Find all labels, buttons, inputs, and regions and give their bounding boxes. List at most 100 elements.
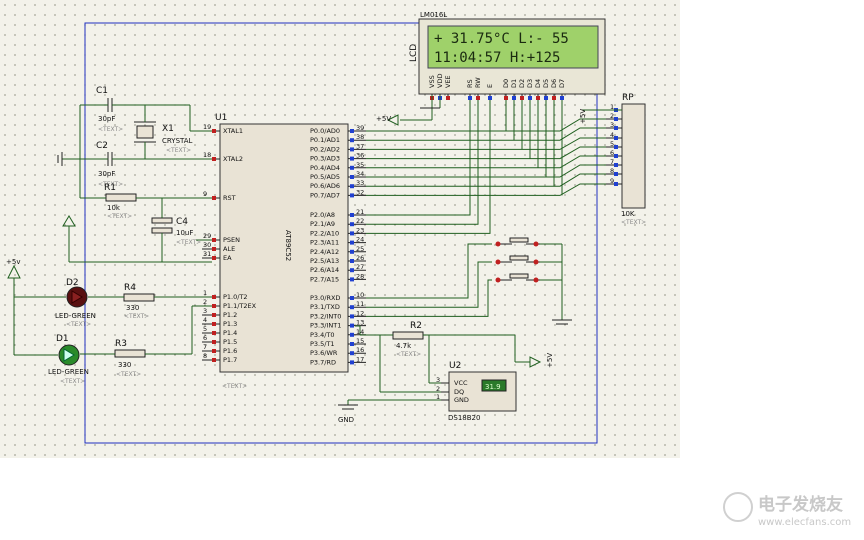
- u2-pin-number: 1: [436, 393, 440, 401]
- lcd-pin-label: D2: [518, 79, 526, 88]
- mcu-pin-number: 30: [203, 241, 211, 249]
- u2-pin-name: VCC: [454, 379, 468, 387]
- d1-value: LED-GREEN: [48, 368, 89, 376]
- mcu-pin-number: 11: [356, 300, 364, 308]
- mcu-pin-name: P3.5/T1: [310, 340, 335, 348]
- c2-value: 30pF: [98, 170, 115, 178]
- data-bus-wires: [366, 100, 622, 317]
- mcu-pin-name: P2.3/A11: [310, 239, 339, 247]
- pin-marker: [212, 313, 216, 317]
- c1-ref: C1: [96, 86, 108, 96]
- mcu-pin-name: P2.5/A13: [310, 257, 339, 265]
- mcu-pin-name: P0.6/AD6: [310, 182, 340, 190]
- pin-marker: [350, 305, 354, 310]
- lcd-pin-label: D7: [558, 79, 566, 88]
- r2-tag: <TEXT>: [396, 351, 421, 358]
- mcu-pin-name: P0.0/AD0: [310, 127, 340, 135]
- mcu-pin-name: P3.4/T0: [310, 331, 335, 339]
- pin-marker: [536, 96, 540, 100]
- mcu-pin-name: P0.1/AD1: [310, 136, 340, 144]
- mcu-pin-name: P1.2: [223, 311, 237, 319]
- lcd-part: LM016L: [420, 11, 447, 19]
- pin-marker: [468, 96, 472, 100]
- pin-marker: [520, 96, 524, 100]
- mcu-pin-number: 37: [356, 142, 364, 150]
- rp-pin-number: 6: [610, 149, 614, 157]
- crystal-x1: [136, 125, 154, 139]
- lcd-pin-label: VEE: [444, 75, 452, 88]
- mcu-pin-number: 2: [203, 298, 207, 306]
- mcu-pin-number: 18: [203, 151, 211, 159]
- rp-pin-number: 5: [610, 140, 614, 148]
- pin-marker: [350, 175, 354, 179]
- lcd-pin-label: D5: [542, 79, 550, 88]
- d1-tag: <TEXT>: [60, 378, 85, 385]
- mcu-pin-number: 22: [356, 217, 364, 225]
- u2-pin-number: 2: [436, 385, 440, 393]
- mcu-pin-number: 1: [203, 289, 207, 297]
- pin-marker: [212, 331, 216, 335]
- mcu-pin-name: P1.1/T2EX: [223, 302, 257, 310]
- rp-value: 10K: [621, 210, 635, 218]
- r1-value: 10k: [107, 204, 121, 212]
- pin-marker: [614, 145, 618, 149]
- mcu-pin-name: P2.6/A14: [310, 266, 339, 274]
- vcc-rp-label: +5V: [579, 109, 587, 124]
- c1-tag: <TEXT>: [98, 126, 123, 133]
- c1-value: 30pF: [98, 115, 115, 123]
- mcu-pin-number: 24: [356, 236, 364, 244]
- push-button[interactable]: [495, 237, 563, 247]
- mcu-pin-name: P3.6/WR: [310, 349, 338, 357]
- mcu-pin-name: P1.5: [223, 338, 237, 346]
- mcu-pin-number: 19: [203, 123, 211, 131]
- r2-ref: R2: [410, 321, 422, 331]
- pin-marker: [350, 165, 354, 170]
- led-section: +5v D2 LED-GREEN <TEXT> D1 LED-GREEN <TE…: [6, 258, 212, 385]
- mcu-pin-number: 32: [356, 188, 364, 196]
- rp-tag: <TEXT>: [621, 219, 646, 226]
- button-ground: [552, 252, 572, 325]
- mcu-pin-name: P0.4/AD4: [310, 164, 340, 172]
- lcd-pin-label: D6: [550, 79, 558, 88]
- pin-marker: [614, 163, 618, 167]
- u2-pin-name: DQ: [454, 388, 464, 396]
- pin-marker: [212, 358, 216, 362]
- pin-marker: [212, 256, 216, 260]
- pin-marker: [212, 322, 216, 326]
- mcu-pin-name: P2.2/A10: [310, 229, 339, 237]
- capacitor-c4: [151, 217, 173, 224]
- pin-marker: [350, 314, 354, 319]
- mcu-pin-name: P3.2/INT0: [310, 312, 341, 320]
- mcu-pin-name: P3.0/RXD: [310, 294, 340, 302]
- lcd-module[interactable]: + 31.75°C L:- 55 11:04:57 H:+125 LCD LM0…: [409, 11, 606, 100]
- pin-marker: [350, 240, 354, 245]
- mcu-ref: U1: [215, 113, 227, 123]
- r2-section: R2 4.7k <TEXT> +5V GND: [338, 321, 554, 424]
- d2-value: LED-GREEN: [55, 312, 96, 320]
- push-button[interactable]: [495, 255, 563, 265]
- u2-pin-number: 3: [436, 376, 440, 384]
- mcu-pin-name: P2.7/A15: [310, 275, 339, 283]
- pin-marker: [212, 196, 216, 200]
- mcu-pin-number: 8: [203, 352, 207, 360]
- r1-ref: R1: [104, 183, 116, 193]
- push-button[interactable]: [495, 273, 563, 283]
- pin-marker: [446, 96, 450, 100]
- vcc-r2-label: +5V: [546, 353, 554, 368]
- pin-marker: [528, 96, 532, 100]
- keypad-buttons[interactable]: [495, 237, 563, 283]
- rp-pin-number: 3: [610, 121, 614, 129]
- d2-ref: D2: [66, 278, 79, 288]
- mcu-pin-name: XTAL2: [223, 155, 243, 163]
- rp-pin-number: 9: [610, 177, 614, 185]
- pin-marker: [350, 342, 354, 346]
- mcu-pin-name: P3.7/RD: [310, 358, 336, 366]
- c2-tag: <TEXT>: [98, 181, 123, 188]
- pin-marker: [552, 96, 556, 100]
- u2-pin-name: GND: [454, 396, 469, 404]
- pin-marker: [512, 96, 516, 100]
